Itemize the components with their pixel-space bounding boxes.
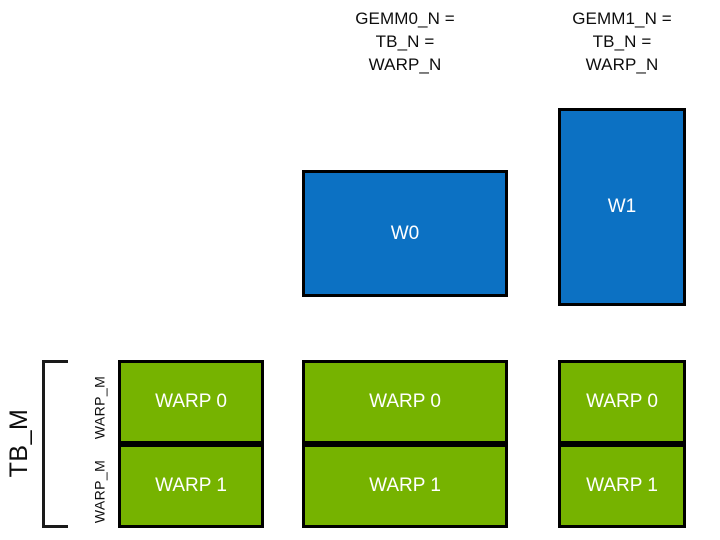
column-header-gemm1: GEMM1_N = TB_N = WARP_N <box>572 9 672 74</box>
blue-tile-w1: W1 <box>558 108 686 306</box>
green-tile-col3-warp1: WARP 1 <box>558 444 686 528</box>
blue-tile-w0: W0 <box>302 170 508 297</box>
green-tile-col1-warp1: WARP 1 <box>118 444 264 528</box>
tb-m-label: TB_M <box>5 408 33 478</box>
green-tile-col3-warp0: WARP 0 <box>558 360 686 444</box>
column-header-gemm0: GEMM0_N = TB_N = WARP_N <box>355 9 455 74</box>
warp-m-label-bottom: WARP_M <box>91 459 108 524</box>
green-tile-col1-warp0: WARP 0 <box>118 360 264 444</box>
warp-m-label-top: WARP_M <box>91 375 108 440</box>
tb-m-bracket <box>42 360 68 528</box>
green-tile-col2-warp0: WARP 0 <box>302 360 508 444</box>
green-tile-col2-warp1: WARP 1 <box>302 444 508 528</box>
